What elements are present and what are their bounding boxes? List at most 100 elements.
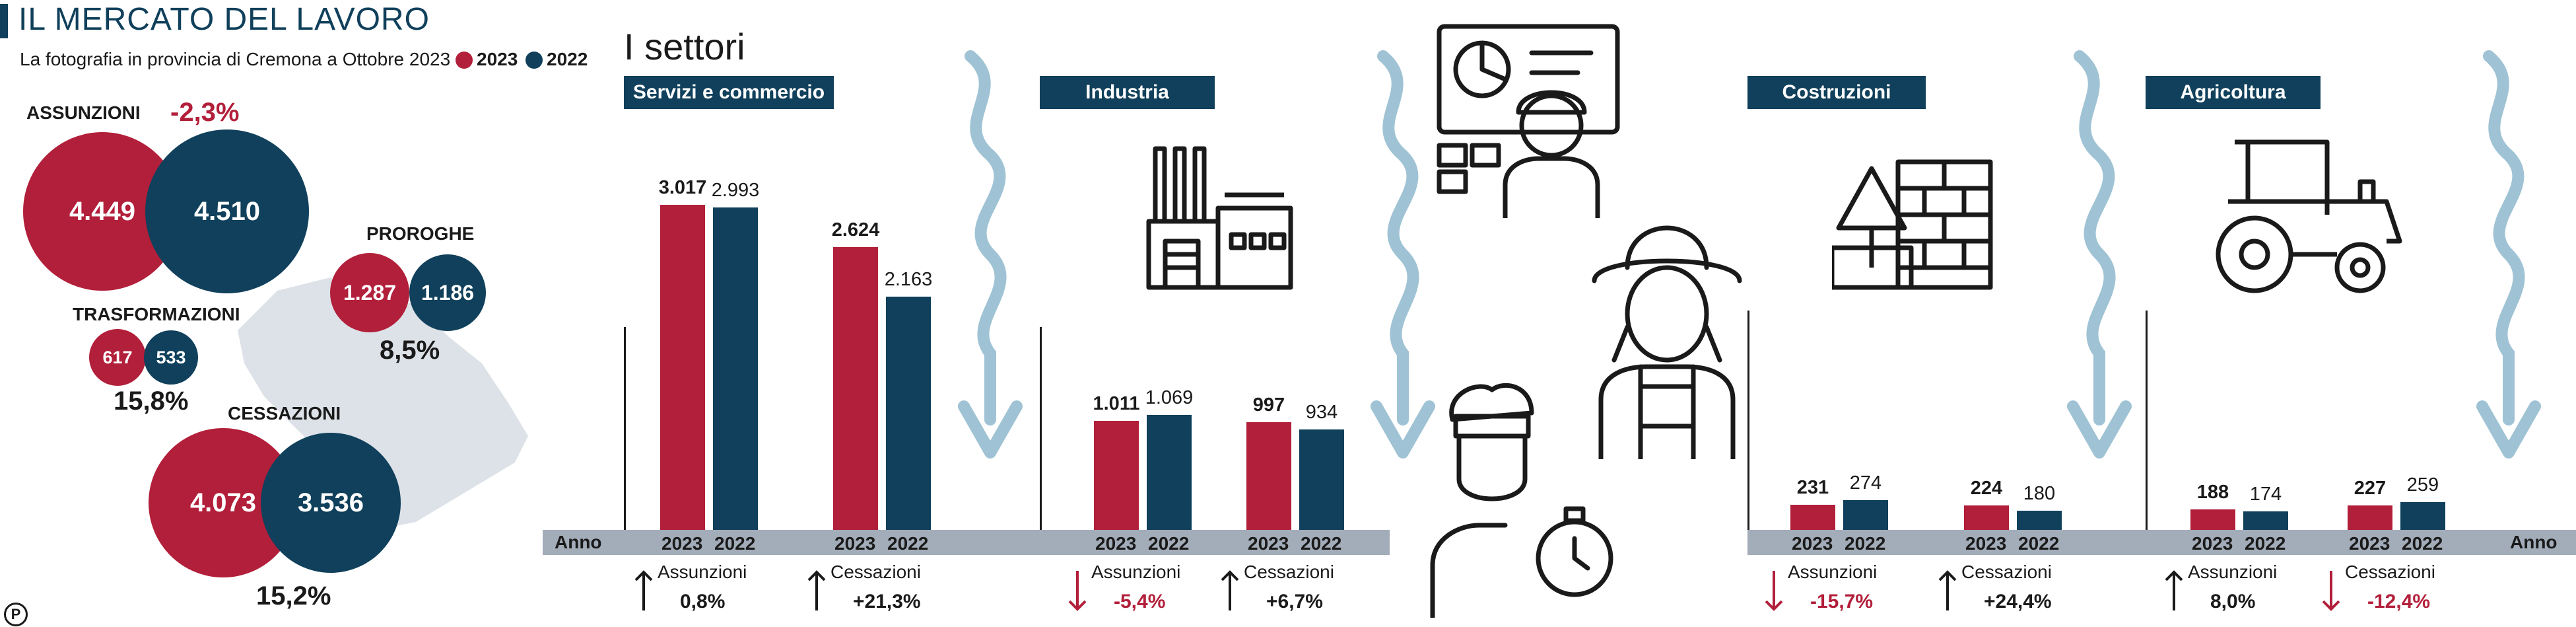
bar-label-1-1-0: 997 <box>1252 394 1285 416</box>
bar-3-1-2022 <box>2400 501 2445 530</box>
year-label-0-0-0: 2023 <box>661 533 703 554</box>
bar-0-0-2023 <box>660 205 705 530</box>
arrow-down-icon-1-0 <box>1068 571 1087 611</box>
page-title: IL MERCATO DEL LAVORO <box>18 2 430 37</box>
publisher-logo: P <box>4 603 28 626</box>
year-label-0-1-1: 2022 <box>887 533 929 554</box>
bar-label-3-1-0: 227 <box>2354 477 2387 499</box>
trasformazioni-change: 15,8% <box>114 387 189 416</box>
year-label-3-1-1: 2022 <box>2402 533 2443 554</box>
axis-anno-left: Anno <box>555 532 602 552</box>
proroghe-change: 8,5% <box>380 336 440 365</box>
tractor-icon <box>2216 139 2402 293</box>
legend-swatch-2023 <box>456 52 473 69</box>
bar-label-1-0-1: 1.069 <box>1145 387 1194 408</box>
change-value-1-1: +6,7% <box>1266 591 1323 612</box>
bar-label-2-1-0: 224 <box>1970 478 2003 499</box>
change-name-0-0: Assunzioni <box>658 562 747 582</box>
arrow-up-icon-3-0 <box>2165 570 2183 610</box>
bar-label-2-0-1: 274 <box>1849 472 1882 494</box>
legend-label-2022: 2022 <box>547 49 588 69</box>
bar-label-3-0-0: 188 <box>2196 482 2229 503</box>
change-value-2-1: +24,4% <box>1984 591 2052 612</box>
arrow-down-icon-2-0 <box>1765 571 1783 611</box>
change-value-2-0: -15,7% <box>1810 591 1874 612</box>
change-value-0-1: +21,3% <box>853 591 921 612</box>
year-label-1-1-1: 2022 <box>1301 533 1342 554</box>
trasformazioni-bubble-2022: 533 <box>144 330 198 385</box>
year-label-3-0-0: 2023 <box>2192 533 2233 554</box>
trasformazioni-bubble-2023: 617 <box>89 329 146 386</box>
bar-1-0-2023 <box>1094 421 1139 530</box>
proroghe-bubble-2022: 1.186 <box>409 254 486 331</box>
bar-2-1-2022 <box>2017 510 2062 530</box>
assunzioni-label: ASSUNZIONI <box>26 102 141 123</box>
factory-icon <box>1146 146 1293 290</box>
bar-label-1-0-0: 1.011 <box>1093 393 1140 415</box>
change-name-3-1: Cessazioni <box>2345 562 2435 582</box>
change-name-2-1: Cessazioni <box>1961 562 2052 582</box>
axis-anno-right: Anno <box>2510 532 2558 552</box>
wavy-arrow-4-icon <box>2476 50 2541 459</box>
legend-swatch-2022 <box>525 52 543 69</box>
axis-strip-left <box>543 530 1390 555</box>
proroghe-bubble-2023: 1.287 <box>330 253 409 332</box>
year-label-1-0-0: 2023 <box>1095 533 1137 554</box>
title-accent-bar <box>0 4 8 38</box>
bar-2-0-2023 <box>1790 505 1835 530</box>
cessazioni-label: CESSAZIONI <box>228 403 341 424</box>
bar-1-0-2022 <box>1147 414 1192 530</box>
cessazioni-bubble-2022: 3.536 <box>261 433 401 573</box>
year-label-1-0-1: 2022 <box>1148 533 1190 554</box>
axis-line-costruzioni <box>1747 311 1749 530</box>
bar-3-1-2023 <box>2348 505 2392 530</box>
year-label-0-1-0: 2023 <box>834 533 876 554</box>
bar-2-0-2022 <box>1843 500 1888 530</box>
bar-3-0-2022 <box>2243 511 2288 530</box>
bar-label-1-1-1: 934 <box>1305 401 1338 423</box>
proroghe-label: PROROGHE <box>366 223 475 244</box>
bar-1-1-2022 <box>1299 429 1344 530</box>
change-value-3-1: -12,4% <box>2367 591 2431 612</box>
worker-stopwatch-icon <box>1430 383 1613 618</box>
page-subtitle: La fotografia in provincia di Cremona a … <box>20 49 451 69</box>
assunzioni-bubble-2022: 4.510 <box>145 129 309 293</box>
farmer-woman-icon <box>1592 225 1742 459</box>
bar-label-2-1-1: 180 <box>2023 482 2056 504</box>
cessazioni-change: 15,2% <box>256 581 331 610</box>
province-map-shape <box>238 277 528 529</box>
change-name-0-1: Cessazioni <box>830 562 921 582</box>
axis-strip-right <box>1747 530 2576 555</box>
arrow-up-icon-0-1 <box>807 570 826 610</box>
cessazioni-bubble-2023: 4.073 <box>149 428 298 577</box>
bar-0-1-2022 <box>886 297 931 530</box>
year-label-3-1-0: 2023 <box>2349 533 2390 554</box>
arrow-down-icon-3-1 <box>2322 571 2340 611</box>
bar-label-3-1-1: 259 <box>2406 474 2439 496</box>
sectors-title: I settori <box>624 26 745 67</box>
bar-0-1-2023 <box>833 247 878 530</box>
sector-tag-industria: Industria <box>1040 76 1215 109</box>
change-value-0-0: 0,8% <box>680 591 726 612</box>
bar-label-0-0-1: 2.993 <box>711 180 760 202</box>
sector-tag-servizi: Servizi e commercio <box>624 76 834 109</box>
bar-label-0-0-0: 3.017 <box>658 177 707 199</box>
year-label-3-0-1: 2022 <box>2245 533 2286 554</box>
sector-tag-costruzioni: Costruzioni <box>1747 76 1926 109</box>
bar-label-3-0-1: 174 <box>2249 483 2282 505</box>
year-label-2-0-0: 2023 <box>1792 533 1833 554</box>
wavy-arrow-1-icon <box>958 50 1023 459</box>
arrow-up-icon-0-0 <box>634 570 653 610</box>
bar-0-0-2022 <box>713 207 758 530</box>
bar-label-0-1-0: 2.624 <box>831 219 880 241</box>
assunzioni-change: -2,3% <box>170 98 240 127</box>
legend-label-2023: 2023 <box>477 49 518 69</box>
change-name-1-1: Cessazioni <box>1244 562 1334 582</box>
axis-line-servizi <box>624 327 626 530</box>
arrow-up-icon-2-1 <box>1938 570 1957 610</box>
arrow-up-icon-1-1 <box>1221 570 1239 610</box>
year-label-1-1-0: 2023 <box>1248 533 1289 554</box>
bar-label-0-1-1: 2.163 <box>884 269 933 291</box>
trasformazioni-label: TRASFORMAZIONI <box>73 304 240 324</box>
